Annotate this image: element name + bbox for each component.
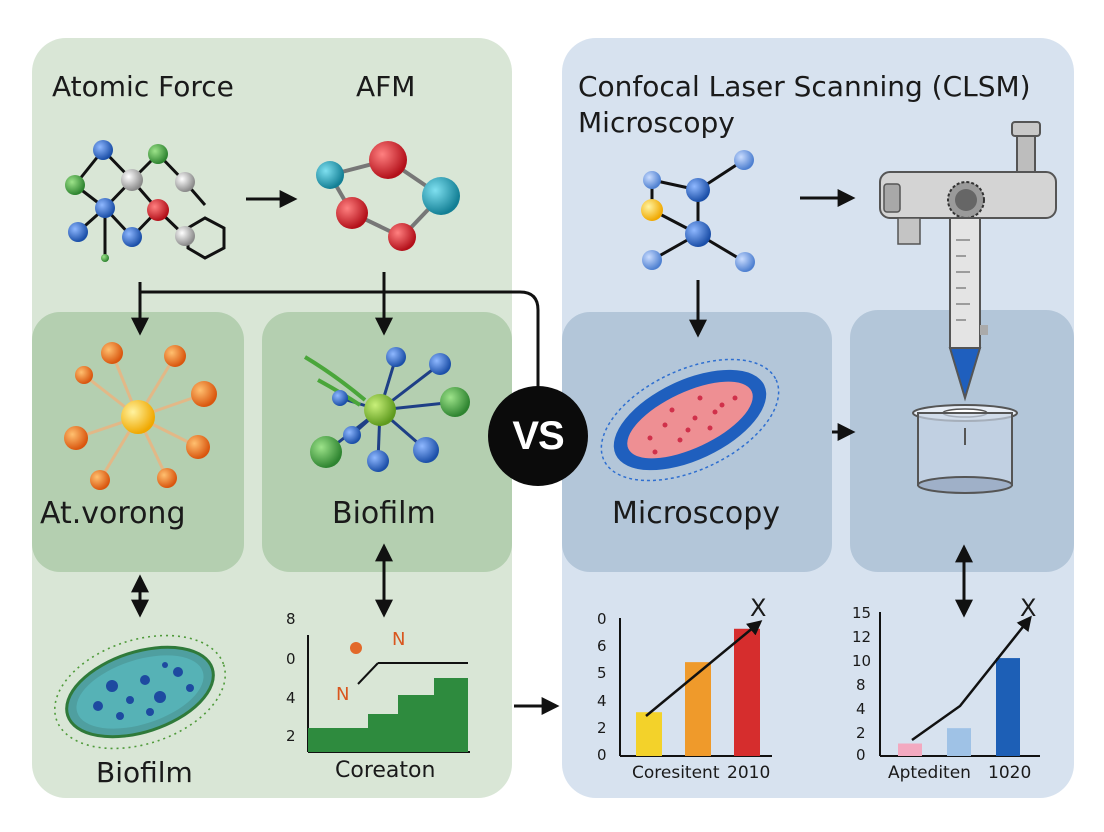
chart3-trend-label: X (1020, 594, 1037, 622)
chart2-trend-label: X (750, 594, 767, 622)
chart1-annotation-n: N (392, 629, 406, 650)
chart1-ytick: 4 (286, 689, 296, 707)
chart2-ytick: 4 (597, 692, 607, 710)
chart2-ytick: 0 (597, 746, 607, 764)
bar (996, 658, 1020, 756)
bar (898, 743, 922, 756)
chart1-ytick: 0 (286, 650, 296, 668)
chart1-ytick: 2 (286, 727, 296, 745)
microscopy-bacterium-icon (600, 358, 780, 482)
bar (685, 662, 711, 756)
chart1-annotation-n: N (336, 684, 350, 705)
chart2-x-label: Coresitent (632, 763, 720, 783)
chart1-ytick: 8 (286, 610, 296, 628)
chart2-ytick: 5 (597, 664, 607, 682)
biofilm-box-label: Biofilm (332, 496, 436, 531)
chart2-ytick: 6 (597, 637, 607, 655)
coresitent-chart (619, 618, 772, 757)
atomic-force-title: Atomic Force (52, 70, 234, 103)
confocal-microscope-icon (879, 121, 1057, 494)
coreaton-chart (307, 635, 470, 753)
chart2-ytick: 2 (597, 719, 607, 737)
chart3-x-label: Aptediten (888, 763, 971, 783)
bar (734, 628, 760, 756)
chart3-ytick: 12 (852, 628, 872, 646)
chart2-x-label-year: 2010 (727, 763, 771, 783)
chart3-ytick: 15 (852, 604, 872, 622)
microscopy-label: Microscopy (612, 496, 781, 531)
chart2-ytick: 0 (597, 610, 607, 628)
chart3-ytick: 0 (856, 746, 866, 764)
clsm-title-line2: Microscopy (578, 106, 735, 139)
atvorong-label: At.vorong (40, 496, 186, 531)
chart3-ytick: 8 (856, 676, 866, 694)
chart3-ytick: 2 (856, 724, 866, 742)
aptediten-chart (879, 612, 1040, 757)
molecule-atoms (65, 140, 195, 262)
clsm-title: Confocal Laser Scanning (CLSM) (578, 70, 1031, 103)
chart3-ytick: 4 (856, 700, 866, 718)
bar (947, 728, 971, 756)
bar (636, 712, 662, 756)
afm-title: AFM (356, 70, 416, 103)
chart3-x-label-year: 1020 (988, 763, 1032, 783)
bottom-biofilm-label: Biofilm (96, 756, 193, 789)
vs-badge: VS (488, 386, 588, 486)
chart3-ytick: 10 (852, 652, 872, 670)
coreaton-label: Coreaton (335, 758, 436, 783)
bacterium-icon (53, 634, 227, 750)
